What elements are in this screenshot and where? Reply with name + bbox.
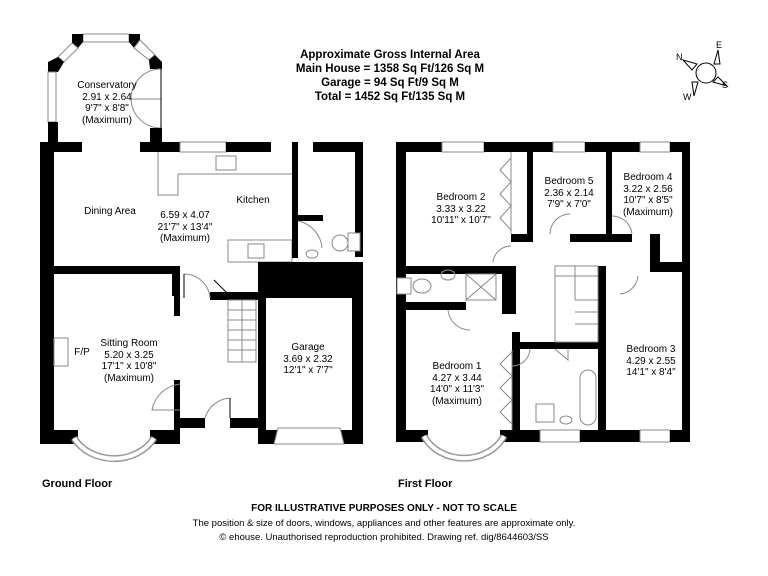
room-label-bedroom-4: Bedroom 4 3.22 x 2.56 10'7" x 8'5" (Maxi… xyxy=(612,172,684,218)
compass-east-label: E xyxy=(716,40,723,50)
room-note: (Maximum) xyxy=(82,114,132,126)
room-metric: 5.20 x 3.25 xyxy=(104,349,154,361)
room-imperial: 21'7" x 13'4" xyxy=(157,221,213,233)
room-name: Bedroom 5 xyxy=(544,176,594,187)
compass-south-label: S xyxy=(722,80,729,90)
ground-stairs xyxy=(227,299,257,363)
room-label-conservatory: Conservatory 2.91 x 2.64 9'7" x 8'8" (Ma… xyxy=(62,80,152,126)
room-name: Bedroom 4 xyxy=(623,172,673,183)
room-note: (Maximum) xyxy=(160,233,210,244)
room-name: Bedroom 2 xyxy=(436,192,486,203)
room-imperial: 17'1" x 10'8" xyxy=(101,361,157,372)
room-metric: 2.36 x 2.14 xyxy=(544,187,594,199)
disclaimer-title: FOR ILLUSTRATIVE PURPOSES ONLY - NOT TO … xyxy=(251,503,517,514)
room-note: (Maximum) xyxy=(104,372,154,384)
room-imperial: 12'1" x 7'7" xyxy=(283,365,333,376)
room-imperial: 10'7" x 8'5" xyxy=(623,195,673,206)
room-name: Bedroom 3 xyxy=(626,344,676,355)
room-metric: 4.29 x 2.55 xyxy=(626,355,676,367)
room-imperial: 10'11" x 10'7" xyxy=(431,215,491,226)
room-name: Garage xyxy=(291,342,325,353)
room-label-sitting-room: Sitting Room 5.20 x 3.25 17'1" x 10'8" (… xyxy=(84,338,174,384)
garage-area: Garage = 94 Sq Ft/9 Sq M xyxy=(321,77,459,89)
room-imperial: 14'0" x 11'3" xyxy=(429,384,485,395)
main-house-area: Main House = 1358 Sq Ft/126 Sq M xyxy=(295,63,485,75)
room-name: Sitting Room xyxy=(100,338,158,349)
room-label-bedroom-5: Bedroom 5 2.36 x 2.14 7'9" x 7'0" xyxy=(534,176,604,211)
compass-north-label: N xyxy=(676,52,683,62)
ground-floor-label: Ground Floor xyxy=(42,478,113,490)
room-name: Bedroom 1 xyxy=(432,361,482,372)
room-metric: 4.27 x 3.44 xyxy=(432,372,482,384)
disclaimer-line-1: The position & size of doors, windows, a… xyxy=(192,518,576,529)
room-name: Conservatory xyxy=(77,80,137,91)
fireplace-label: F/P xyxy=(70,347,94,359)
disclaimer-line-2: © ehouse. Unauthorised reproduction proh… xyxy=(219,532,549,543)
ground-floor-walls xyxy=(40,141,363,463)
room-metric: 3.69 x 2.32 xyxy=(283,353,333,365)
first-floor-label: First Floor xyxy=(398,478,453,490)
room-label-kitchen-name: Kitchen xyxy=(218,195,288,207)
first-floor-stairs xyxy=(554,265,599,343)
room-metric: 3.22 x 2.56 xyxy=(623,183,673,195)
room-metric: 3.33 x 3.22 xyxy=(436,203,486,215)
room-label-dining-area: Dining Area xyxy=(70,206,150,218)
room-name: Kitchen xyxy=(236,195,270,206)
compass-rose xyxy=(681,49,729,97)
room-imperial: 7'9" x 7'0" xyxy=(547,199,591,210)
room-metric: 2.91 x 2.64 xyxy=(82,91,132,103)
room-name: Dining Area xyxy=(84,206,136,217)
gross-internal-area-summary: Approximate Gross Internal Area Main Hou… xyxy=(260,48,520,104)
area-title: Approximate Gross Internal Area xyxy=(300,49,480,61)
fireplace-text: F/P xyxy=(74,347,90,358)
room-label-kitchen-dims: 6.59 x 4.07 21'7" x 13'4" (Maximum) xyxy=(140,210,230,245)
room-note: (Maximum) xyxy=(432,395,482,407)
room-label-bedroom-3: Bedroom 3 4.29 x 2.55 14'1" x 8'4" xyxy=(614,344,688,379)
room-metric: 6.59 x 4.07 xyxy=(160,210,210,221)
total-area: Total = 1452 Sq Ft/135 Sq M xyxy=(314,91,466,103)
ground-floor-plan xyxy=(40,33,363,463)
room-label-bedroom-2: Bedroom 2 3.33 x 3.22 10'11" x 10'7" xyxy=(418,192,504,227)
room-imperial: 14'1" x 8'4" xyxy=(626,367,676,378)
conservatory-walls xyxy=(47,33,162,152)
room-note: (Maximum) xyxy=(623,206,673,218)
room-label-bedroom-1: Bedroom 1 4.27 x 3.44 14'0" x 11'3" (Max… xyxy=(414,361,500,407)
room-imperial: 9'7" x 8'8" xyxy=(85,103,129,114)
first-floor-plan xyxy=(396,141,690,462)
compass-west-label: W xyxy=(683,92,692,102)
room-label-garage: Garage 3.69 x 2.32 12'1" x 7'7" xyxy=(268,342,348,377)
